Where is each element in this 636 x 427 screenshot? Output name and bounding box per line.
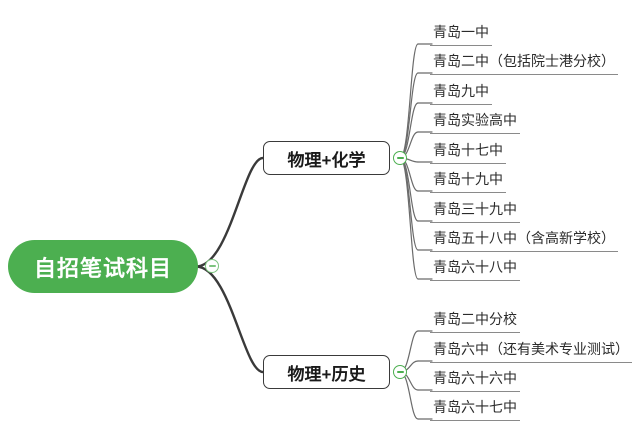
- leaf-node-label: 青岛九中: [430, 84, 492, 105]
- minus-glyph: [396, 371, 404, 373]
- leaf-node[interactable]: 青岛十七中: [430, 142, 506, 164]
- leaf-node-label: 青岛六十七中: [430, 400, 520, 421]
- connector-line: [194, 265, 265, 374]
- leaf-node-label: 青岛十七中: [430, 143, 506, 164]
- leaf-node-label: 青岛三十九中: [430, 202, 520, 223]
- connector-line: [399, 157, 419, 251]
- leaf-node[interactable]: 青岛十九中: [430, 171, 506, 193]
- branch-collapse-toggle-icon-physics-history[interactable]: [393, 365, 407, 379]
- minus-glyph: [396, 157, 404, 159]
- leaf-node[interactable]: 青岛六十七中: [430, 399, 520, 421]
- connector-line: [399, 371, 419, 420]
- connector-line: [399, 157, 419, 222]
- leaf-node[interactable]: 青岛六中（还有美术专业测试）: [430, 341, 632, 363]
- root-node[interactable]: 自招笔试科目: [8, 240, 198, 293]
- root-node-label: 自招笔试科目: [33, 255, 172, 281]
- leaf-node[interactable]: 青岛二中分校: [430, 311, 520, 333]
- leaf-node[interactable]: 青岛二中（包括院士港分校）: [430, 53, 618, 75]
- leaf-node-label: 青岛实验高中: [430, 113, 520, 134]
- root-collapse-toggle-icon[interactable]: [205, 259, 219, 273]
- leaf-node-label: 青岛六中（还有美术专业测试）: [430, 342, 632, 363]
- branch-node-physics-history[interactable]: 物理+历史: [263, 355, 390, 389]
- leaf-node[interactable]: 青岛一中: [430, 24, 492, 46]
- connector-line: [399, 102, 419, 159]
- leaf-node-label: 青岛二中分校: [430, 312, 520, 333]
- leaf-node[interactable]: 青岛五十八中（含高新学校）: [430, 230, 618, 252]
- connector-line: [194, 156, 265, 268]
- leaf-node-label: 青岛六十八中: [430, 260, 520, 281]
- connector-line: [399, 72, 419, 159]
- branch-node-label: 物理+历史: [287, 364, 366, 384]
- leaf-node[interactable]: 青岛六十八中: [430, 259, 520, 281]
- leaf-node-label: 青岛一中: [430, 25, 492, 46]
- connector-line: [399, 157, 419, 280]
- branch-collapse-toggle-icon-physics-chemistry[interactable]: [393, 151, 407, 165]
- leaf-node-label: 青岛十九中: [430, 172, 506, 193]
- leaf-node[interactable]: 青岛九中: [430, 83, 492, 105]
- leaf-node[interactable]: 青岛三十九中: [430, 201, 520, 223]
- leaf-node-label: 青岛六十六中: [430, 371, 520, 392]
- branch-node-label: 物理+化学: [287, 150, 366, 170]
- leaf-node-label: 青岛二中（包括院士港分校）: [430, 54, 618, 75]
- leaf-node[interactable]: 青岛实验高中: [430, 112, 520, 134]
- minus-glyph: [208, 265, 216, 267]
- leaf-node-label: 青岛五十八中（含高新学校）: [430, 231, 618, 252]
- leaf-node[interactable]: 青岛六十六中: [430, 370, 520, 392]
- connector-line: [399, 43, 419, 159]
- branch-node-physics-chemistry[interactable]: 物理+化学: [263, 141, 390, 175]
